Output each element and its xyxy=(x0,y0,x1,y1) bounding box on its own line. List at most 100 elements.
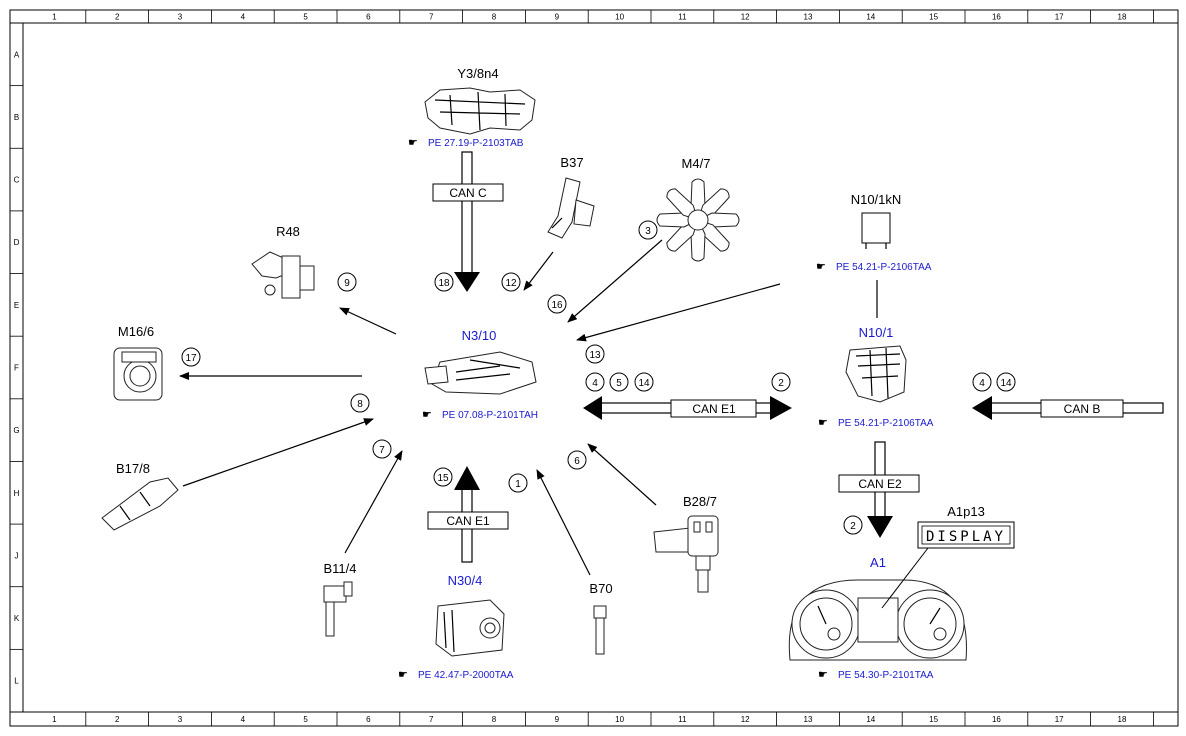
grid-column-number: 6 xyxy=(366,13,371,22)
n10-1kn-ref-link[interactable]: PE 54.21-P-2106TAA xyxy=(836,262,932,273)
component-b70: B70 xyxy=(589,581,613,655)
grid-row-letter: K xyxy=(14,614,20,623)
grid-column-number: 5 xyxy=(303,13,308,22)
grid-row-letter: E xyxy=(14,301,19,310)
svg-text:15: 15 xyxy=(437,473,449,484)
signal-5: 5 xyxy=(609,372,629,392)
component-n10-1kn: N10/1kN ☛ PE 54.21-P-2106TAA xyxy=(816,192,932,318)
signal-17: 17 xyxy=(181,347,201,367)
signal-14: 14 xyxy=(634,372,654,392)
bus-can-e1-main: CAN E1 xyxy=(583,396,792,420)
r48-label: R48 xyxy=(276,224,300,239)
grid-column-number: 5 xyxy=(303,715,308,724)
signal-7: 7 xyxy=(372,439,392,459)
n3-10-ref-link[interactable]: PE 07.08-P-2101TAH xyxy=(442,410,538,421)
b28-7-label: B28/7 xyxy=(683,494,717,509)
grid-column-number: 12 xyxy=(741,715,750,724)
component-m16-6: M16/6 xyxy=(113,324,163,401)
svg-text:2: 2 xyxy=(778,378,784,389)
grid-column-number: 1 xyxy=(52,13,57,22)
signal-8: 8 xyxy=(350,393,370,413)
grid-column-number: 1 xyxy=(52,715,57,724)
component-m4-7: M4/7 xyxy=(656,156,740,262)
signal-4-canb: 4 xyxy=(972,372,992,392)
grid-row-letter: G xyxy=(13,426,19,435)
grid-column-number: 4 xyxy=(241,715,246,724)
grid-column-number: 11 xyxy=(678,13,687,22)
y3-ref-link[interactable]: PE 27.19-P-2103TAB xyxy=(428,138,524,149)
pointing-hand-icon: ☛ xyxy=(818,417,828,429)
grid-column-number: 2 xyxy=(115,13,120,22)
signal-2: 2 xyxy=(771,372,791,392)
svg-text:13: 13 xyxy=(589,350,601,361)
grid-column-number: 8 xyxy=(492,13,497,22)
n30-4-ref-link[interactable]: PE 42.47-P-2000TAA xyxy=(418,670,514,681)
grid-column-number: 18 xyxy=(1118,13,1127,22)
grid-column-number: 16 xyxy=(992,715,1001,724)
grid-column-number: 13 xyxy=(804,715,813,724)
grid-row-letter: D xyxy=(14,238,20,247)
a1p13-label: A1p13 xyxy=(947,504,985,519)
grid-column-number: 14 xyxy=(866,13,875,22)
b70-label: B70 xyxy=(589,581,612,596)
component-r48: R48 xyxy=(251,224,315,299)
grid-column-number: 10 xyxy=(615,13,624,22)
n10-1kn-label: N10/1kN xyxy=(851,192,902,207)
bus-can-c: CAN C xyxy=(432,151,504,292)
signal-12: 12 xyxy=(501,272,521,292)
grid-column-number: 9 xyxy=(555,13,560,22)
bus-can-e1-lower: CAN E1 xyxy=(427,466,509,563)
signal-16: 16 xyxy=(547,294,567,314)
a1-label: A1 xyxy=(870,555,886,570)
grid-column-number: 4 xyxy=(241,13,246,22)
signal-1: 1 xyxy=(508,473,528,493)
component-b17-8: B17/8 xyxy=(101,461,179,531)
grid-column-number: 8 xyxy=(492,715,497,724)
grid-row-letter: A xyxy=(14,50,20,59)
grid-column-number: 3 xyxy=(178,13,183,22)
grid-column-number: 14 xyxy=(866,715,875,724)
grid-column-number: 6 xyxy=(366,715,371,724)
signal-lines xyxy=(179,239,781,576)
a1-ref-link[interactable]: PE 54.30-P-2101TAA xyxy=(838,670,934,681)
grid-column-number: 15 xyxy=(929,13,938,22)
svg-text:14: 14 xyxy=(638,378,650,389)
grid-row-letter: L xyxy=(14,677,19,686)
grid-column-number: 9 xyxy=(555,715,560,724)
signal-13: 13 xyxy=(585,344,605,364)
grid-column-number: 11 xyxy=(678,715,687,724)
m4-7-label: M4/7 xyxy=(682,156,711,171)
grid-column-number: 3 xyxy=(178,715,183,724)
component-a1p13: A1p13 DISPLAY xyxy=(917,504,1015,549)
svg-text:4: 4 xyxy=(592,378,598,389)
svg-text:9: 9 xyxy=(344,278,350,289)
b37-label: B37 xyxy=(560,155,583,170)
component-n30-4: N30/4 ☛ PE 42.47-P-2000TAA xyxy=(398,573,514,681)
bus-can-e2: CAN E2 xyxy=(838,441,920,538)
grid-row-letter: F xyxy=(14,364,19,373)
signal-9: 9 xyxy=(337,272,357,292)
component-n10-1: N10/1 ☛ PE 54.21-P-2106TAA xyxy=(818,325,934,429)
signal-4: 4 xyxy=(585,372,605,392)
m16-6-label: M16/6 xyxy=(118,324,154,339)
can-c-label: CAN C xyxy=(449,186,487,200)
grid-column-number: 12 xyxy=(741,13,750,22)
component-a1: A1 ☛ PE 54.30-P-2101TAA xyxy=(788,555,967,681)
grid-column-number: 7 xyxy=(429,715,434,724)
grid-column-number: 15 xyxy=(929,715,938,724)
grid-column-number: 7 xyxy=(429,13,434,22)
svg-text:7: 7 xyxy=(379,445,385,456)
b17-8-label: B17/8 xyxy=(116,461,150,476)
grid-row-letter: B xyxy=(14,113,19,122)
svg-text:8: 8 xyxy=(357,399,363,410)
grid-column-number: 2 xyxy=(115,715,120,724)
signal-3: 3 xyxy=(638,220,658,240)
signal-18: 18 xyxy=(434,272,454,292)
n10-1-ref-link[interactable]: PE 54.21-P-2106TAA xyxy=(838,418,934,429)
can-e1-main-label: CAN E1 xyxy=(692,402,736,416)
svg-text:14: 14 xyxy=(1000,378,1012,389)
